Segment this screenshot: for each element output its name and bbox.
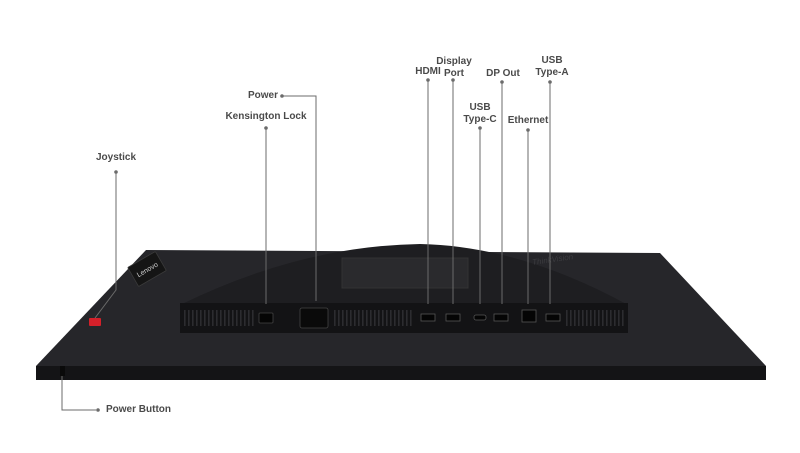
- vent-slot: [350, 310, 352, 326]
- leader-power-button: [61, 376, 96, 411]
- vent-slot: [390, 310, 392, 326]
- vesa-mount-area: [341, 257, 469, 289]
- label-display-port: Display Port: [434, 56, 474, 80]
- leader-power: [282, 95, 317, 301]
- label-kensington-lock: Kensington Lock: [225, 111, 307, 122]
- vent-slot: [244, 310, 246, 326]
- vent-slot: [196, 310, 198, 326]
- port-panel: [180, 303, 628, 333]
- vent-slot: [570, 310, 572, 326]
- vent-slot: [184, 310, 186, 326]
- label-power: Power: [247, 90, 278, 101]
- vent-slot: [366, 310, 368, 326]
- label-joystick: Joystick: [95, 152, 137, 163]
- vent-slot: [382, 310, 384, 326]
- vent-slot: [236, 310, 238, 326]
- vent-slot: [618, 310, 620, 326]
- label-display-port-line2: Port: [444, 68, 464, 79]
- joystick-button: [89, 318, 101, 326]
- vent-slot: [220, 310, 222, 326]
- vent-slot: [240, 310, 242, 326]
- label-power-button: Power Button: [106, 404, 171, 415]
- usb-type-a-port: [545, 313, 561, 322]
- vent-slot: [598, 310, 600, 326]
- leader-joystick: [94, 172, 117, 319]
- label-usb-type-c: USB Type-C: [460, 102, 500, 126]
- vent-slot: [406, 310, 408, 326]
- dp-out-port: [493, 313, 509, 322]
- vent-slot: [586, 310, 588, 326]
- vent-slot: [232, 310, 234, 326]
- vent-slot: [208, 310, 210, 326]
- usb-type-c-port: [473, 314, 487, 321]
- vent-slots-right: [566, 310, 624, 326]
- vent-slot: [378, 310, 380, 326]
- vent-slot: [402, 310, 404, 326]
- vent-slot: [334, 310, 336, 326]
- vent-slot: [602, 310, 604, 326]
- vent-slots-left: [184, 310, 254, 326]
- vent-slot: [354, 310, 356, 326]
- power-button: [60, 366, 65, 376]
- label-ethernet: Ethernet: [507, 115, 549, 126]
- label-hdmi: HDMI: [415, 66, 441, 77]
- vent-slot: [188, 310, 190, 326]
- vent-slot: [216, 310, 218, 326]
- display-port-port: [445, 313, 461, 322]
- vent-slot: [248, 310, 250, 326]
- vent-slot: [370, 310, 372, 326]
- monitor-front-edge: [36, 366, 766, 380]
- vent-slot: [200, 310, 202, 326]
- vent-slot: [606, 310, 608, 326]
- vent-slot: [212, 310, 214, 326]
- label-usb-type-a: USB Type-A: [532, 55, 572, 79]
- vent-slot: [590, 310, 592, 326]
- vent-slot: [574, 310, 576, 326]
- vent-slot: [578, 310, 580, 326]
- label-display-port-line1: Display: [436, 56, 472, 67]
- vent-slot: [582, 310, 584, 326]
- vent-slot: [394, 310, 396, 326]
- vent-slot: [358, 310, 360, 326]
- vent-slot: [614, 310, 616, 326]
- power-inlet: [299, 307, 329, 329]
- leader-dots: [96, 78, 552, 412]
- vent-slot: [566, 310, 568, 326]
- label-usb-type-c-line2: Type-C: [463, 114, 497, 125]
- label-usb-type-c-line1: USB: [469, 102, 491, 113]
- leader-lines: [61, 80, 551, 411]
- vent-slot: [594, 310, 596, 326]
- vent-slot: [204, 310, 206, 326]
- vent-slot: [362, 310, 364, 326]
- vent-slot: [224, 310, 226, 326]
- label-usb-type-a-line2: Type-A: [535, 67, 569, 78]
- vent-slot: [338, 310, 340, 326]
- vent-slot: [192, 310, 194, 326]
- vent-slot: [346, 310, 348, 326]
- label-usb-type-a-line1: USB: [541, 55, 563, 66]
- vent-slot: [622, 310, 624, 326]
- lenovo-logo-tag: [127, 251, 167, 287]
- hdmi-port: [420, 313, 436, 322]
- vent-slot: [374, 310, 376, 326]
- vent-slot: [342, 310, 344, 326]
- ethernet-port: [521, 309, 537, 323]
- vent-slot: [398, 310, 400, 326]
- vent-slot: [610, 310, 612, 326]
- kensington-lock-slot: [258, 312, 274, 324]
- label-dp-out: DP Out: [486, 68, 520, 79]
- vent-slot: [228, 310, 230, 326]
- vent-slot: [386, 310, 388, 326]
- vent-slot: [252, 310, 254, 326]
- vent-slot: [410, 310, 412, 326]
